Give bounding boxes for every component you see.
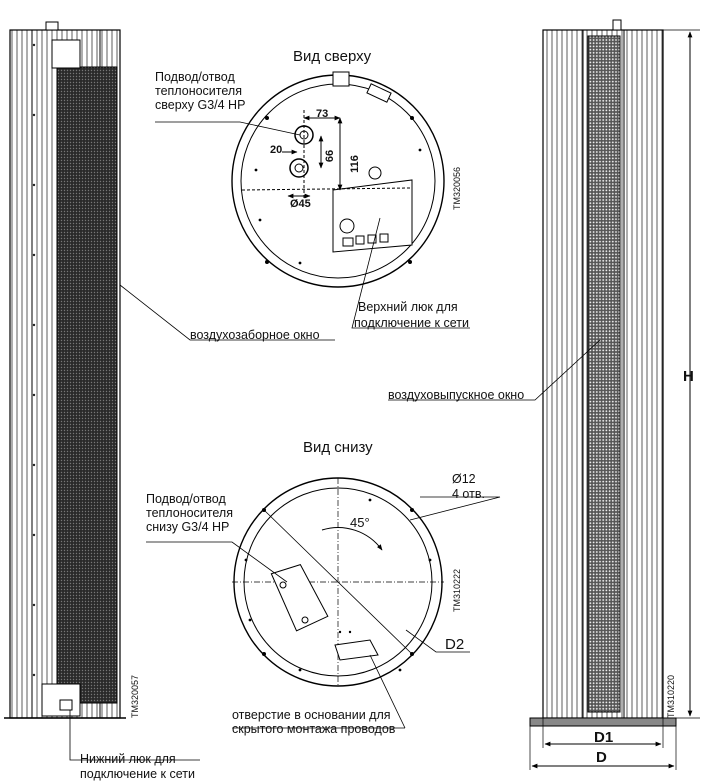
cable-hole-line-2: скрытого монтажа проводов [232,722,396,736]
bottom-pipe-line-3: снизу G3/4 НР [146,520,230,534]
code-bottom: TM310222 [452,568,462,612]
top-pipe-line-3: сверху G3/4 НР [155,98,246,112]
dim-d45: Ø45 [290,198,311,210]
holes-diameter: Ø12 [452,472,476,486]
intake-window-label: воздухозаборное окно [190,328,320,342]
bottom-pipe-line-2: теплоносителя [146,506,233,520]
top-pipe-line-2: теплоносителя [155,84,242,98]
top-view-drawing [231,71,445,288]
top-view-title: Вид сверху [293,48,372,65]
top-hatch-line-1: Верхний люк для [358,300,458,314]
bottom-hatch-line-1: Нижний люк для [80,752,176,766]
dim-h: H [683,368,694,385]
right-column-view [529,19,700,770]
dim-d2: D2 [445,636,465,653]
bottom-view-title: Вид снизу [303,439,373,456]
dim-angle: 45° [350,515,370,530]
dim-20: 20 [270,144,283,156]
dim-66: 66 [324,149,337,163]
dim-d: D [596,749,607,766]
cable-hole-line-1: отверстие в основании для [232,708,391,722]
outlet-window-label: воздуховыпускное окно [388,388,525,402]
holes-count: 4 отв. [452,487,485,501]
code-right: TM310220 [666,674,676,718]
left-column-view [4,21,126,719]
top-pipe-line-1: Подвод/отвод [155,70,235,84]
bottom-pipe-line-1: Подвод/отвод [146,492,226,506]
bottom-view-drawing [232,477,444,687]
code-left: TM320057 [130,674,140,718]
dim-d1: D1 [594,729,614,746]
bottom-hatch-line-2: подключение к сети [80,767,195,781]
top-hatch-line-2: подключение к сети [354,316,469,330]
code-top: TM320056 [452,166,462,210]
leader-lines [69,121,601,761]
dim-73: 73 [316,108,329,120]
dim-116: 116 [348,155,361,173]
